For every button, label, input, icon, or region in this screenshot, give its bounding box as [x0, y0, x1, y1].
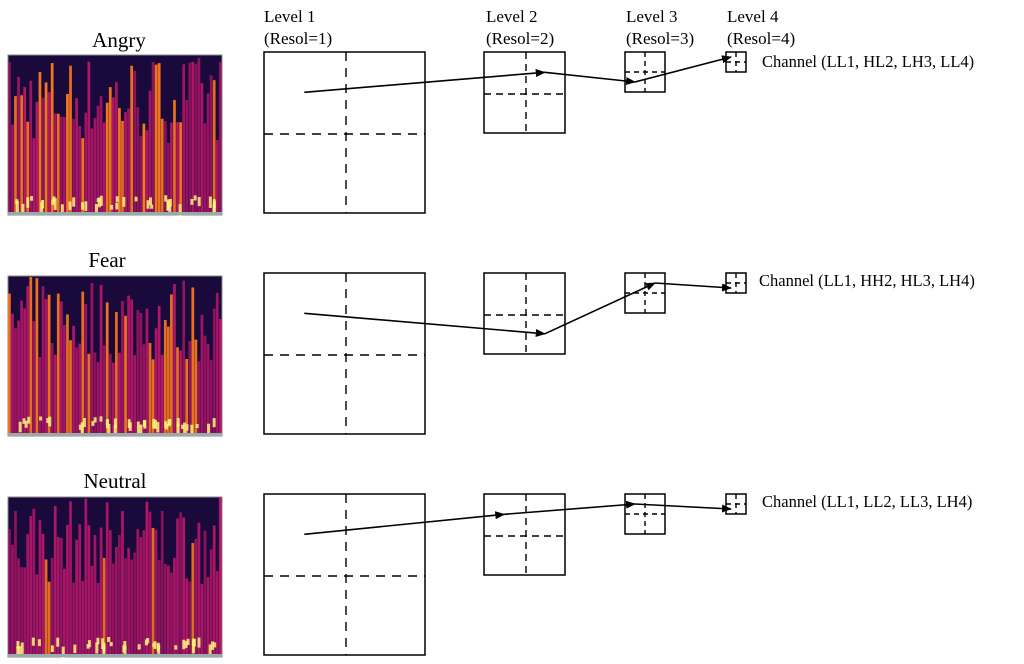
arrow-neutral-3-to-4: [634, 503, 732, 513]
arrow-angry-3-to-4: [634, 55, 732, 83]
level-4-box-neutral: [725, 493, 747, 515]
level-2-resol-label: (Resol=2): [486, 29, 555, 48]
channel-label-angry: Channel (LL1, HL2, LH3, LL4): [762, 52, 975, 71]
arrow-fear-2-to-3: [544, 282, 656, 335]
level-1-box-neutral: [263, 493, 426, 656]
emotion-title-angry: Angry: [92, 28, 146, 52]
level-2-box-neutral: [483, 493, 566, 576]
channel-label-neutral: Channel (LL1, LL2, LL3, LH4): [762, 492, 973, 511]
level-4-label: Level 4: [727, 7, 779, 26]
arrow-neutral-1-to-2: [304, 511, 506, 536]
emotion-title-fear: Fear: [88, 248, 126, 272]
level-3-label: Level 3: [626, 7, 678, 26]
spectrogram-fear: [7, 275, 223, 437]
level-4-box-angry: [725, 51, 747, 73]
arrow-fear-3-to-4: [654, 282, 732, 292]
level-3-box-neutral: [624, 493, 666, 535]
level-1-box-fear: [263, 272, 426, 435]
channel-label-fear: Channel (LL1, HH2, HL3, LH4): [759, 271, 975, 290]
level-4-box-fear: [725, 272, 747, 294]
arrow-angry-1-to-2: [304, 69, 546, 94]
level-4-resol-label: (Resol=4): [727, 29, 796, 48]
spectrogram-angry: [7, 54, 223, 216]
spectrogram-neutral: [7, 496, 223, 658]
level-1-resol-label: (Resol=1): [264, 29, 333, 48]
level-2-label: Level 2: [486, 7, 538, 26]
level-1-box-angry: [263, 51, 426, 214]
level-3-resol-label: (Resol=3): [626, 29, 695, 48]
level-2-box-fear: [483, 272, 566, 355]
arrow-neutral-2-to-3: [504, 500, 636, 516]
level-1-label: Level 1: [264, 7, 316, 26]
level-3-box-angry: [624, 51, 666, 93]
level-3-box-fear: [624, 272, 666, 314]
emotion-title-neutral: Neutral: [83, 469, 147, 493]
level-2-box-angry: [483, 51, 566, 134]
arrow-fear-1-to-2: [304, 312, 546, 338]
arrow-angry-2-to-3: [544, 71, 636, 86]
